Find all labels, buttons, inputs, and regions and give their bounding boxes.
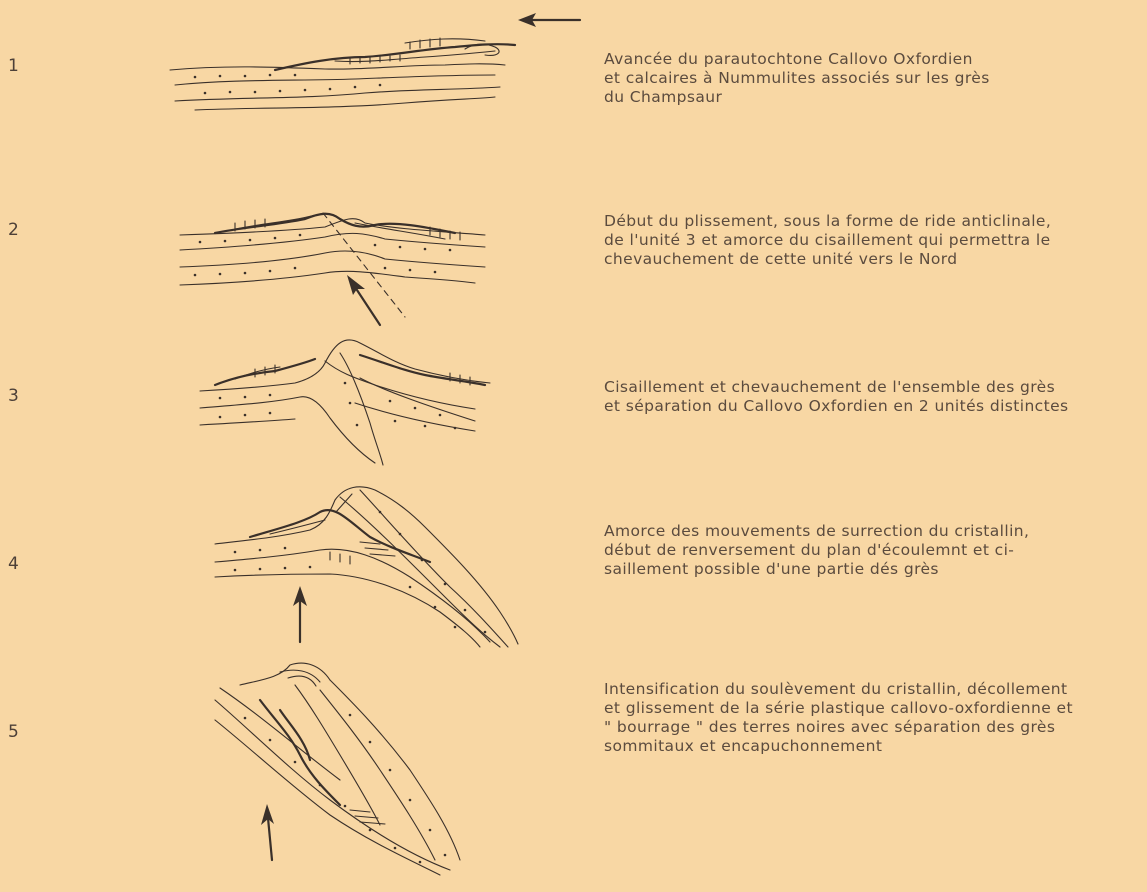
caption-line: " bourrage " des terres noires avec sépa… xyxy=(604,718,1144,737)
caption-line: saillement possible d'une partie dés grè… xyxy=(604,560,1144,579)
hatch-marks xyxy=(350,38,440,64)
caption-line: et calcaires à Nummulites associés sur l… xyxy=(604,69,1144,88)
stage-3-cross-section xyxy=(195,333,495,468)
caption-line: de l'unité 3 et amorce du cisaillement q… xyxy=(604,231,1144,250)
stage-caption-3: Cisaillement et chevauchement de l'ensem… xyxy=(604,378,1144,416)
up-arrow-icon xyxy=(347,275,380,325)
stage-number-4: 4 xyxy=(8,554,19,574)
caption-line: et glissement de la série plastique call… xyxy=(604,699,1144,718)
caption-line: Avancée du parautochtone Callovo Oxfordi… xyxy=(604,50,1144,69)
caption-line: sommitaux et encapuchonnement xyxy=(604,737,1144,756)
stage-caption-1: Avancée du parautochtone Callovo Oxfordi… xyxy=(604,50,1144,107)
caption-line: Début du plissement, sous la forme de ri… xyxy=(604,212,1144,231)
sandstone-dots xyxy=(244,714,447,864)
stage-4-cross-section xyxy=(210,482,530,652)
up-arrow-icon xyxy=(261,804,274,860)
stage-caption-2: Début du plissement, sous la forme de ri… xyxy=(604,212,1144,269)
caption-line: Amorce des mouvements de surrection du c… xyxy=(604,522,1144,541)
stage-caption-5: Intensification du soulèvement du crista… xyxy=(604,680,1144,756)
stage-number-5: 5 xyxy=(8,722,19,742)
sandstone-dots xyxy=(194,234,452,277)
stage-caption-4: Amorce des mouvements de surrection du c… xyxy=(604,522,1144,579)
sandstone-dots xyxy=(194,74,382,95)
stage-5-cross-section xyxy=(210,660,480,885)
caption-line: début de renversement du plan d'écoulemn… xyxy=(604,541,1144,560)
stage-2-cross-section xyxy=(175,205,495,335)
hatch-marks xyxy=(350,810,385,824)
stage-1-cross-section xyxy=(165,35,525,120)
caption-line: et séparation du Callovo Oxfordien en 2 … xyxy=(604,397,1144,416)
caption-line: chevauchement de cette unité vers le Nor… xyxy=(604,250,1144,269)
caption-line: Cisaillement et chevauchement de l'ensem… xyxy=(604,378,1144,397)
stage-number-2: 2 xyxy=(8,220,19,240)
stage-number-3: 3 xyxy=(8,386,19,406)
left-arrow-icon xyxy=(510,8,590,32)
stage-number-1: 1 xyxy=(8,56,19,76)
caption-line: du Champsaur xyxy=(604,88,1144,107)
caption-line: Intensification du soulèvement du crista… xyxy=(604,680,1144,699)
up-arrow-icon xyxy=(293,586,307,642)
